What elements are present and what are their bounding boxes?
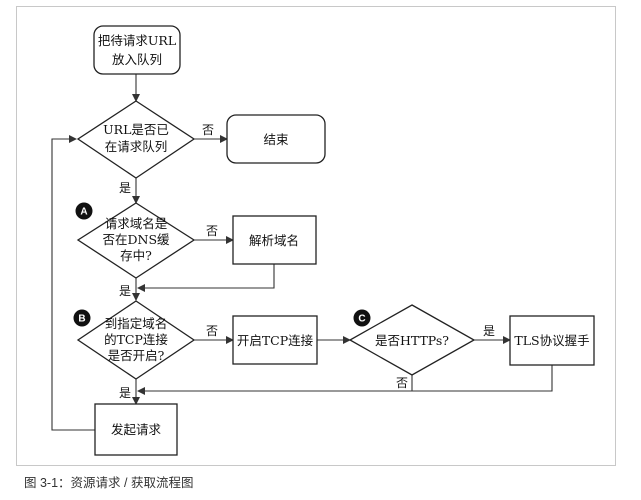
marker-a-badge <box>75 202 93 220</box>
resolve-node-label: 解析域名 <box>249 233 299 248</box>
in-queue-decision-line-1: URL是否已 <box>103 122 169 137</box>
tls-node <box>509 315 595 366</box>
edge-tls-return <box>137 365 553 395</box>
marker-b-badge <box>73 309 91 327</box>
marker-b-label: B <box>78 314 85 325</box>
send-node <box>94 403 178 456</box>
in-queue-decision <box>76 100 196 179</box>
dns-cached-decision-line-3: 存中? <box>120 248 152 263</box>
end-node-label: 结束 <box>263 132 289 147</box>
dns-cached-decision <box>76 202 196 279</box>
label-dns-no: 否 <box>206 224 218 238</box>
label-https-no: 否 <box>396 376 408 390</box>
figure-caption: 图 3-1：资源请求 / 获取流程图 <box>24 476 194 490</box>
send-node-label: 发起请求 <box>111 422 162 437</box>
label-tcp-no: 否 <box>206 324 218 338</box>
enqueue-node-line-1: 把待请求URL <box>98 33 176 48</box>
in-queue-decision-line-2: 在请求队列 <box>105 139 168 154</box>
tcp-open-decision <box>76 300 196 380</box>
edge-resolve-return <box>137 264 275 292</box>
is-https-decision-label: 是否HTTPs? <box>375 333 449 348</box>
marker-c-badge <box>353 309 371 327</box>
enqueue-node-line-2: 放入队列 <box>112 52 162 67</box>
label-https-yes: 是 <box>483 324 495 338</box>
marker-a-label: A <box>80 207 87 218</box>
label-dns-yes: 是 <box>119 284 131 298</box>
dns-cached-decision-line-2: 否在DNS缓 <box>102 232 170 247</box>
label-tcp-yes: 是 <box>119 386 131 400</box>
dns-cached-decision-line-1: 请求域名是 <box>105 216 168 231</box>
enqueue-node <box>93 25 181 75</box>
tls-node-label: TLS协议握手 <box>514 333 589 348</box>
resolve-node <box>232 215 317 265</box>
is-https-decision <box>348 304 476 376</box>
tcp-open-decision-line-2: 的TCP连接 <box>104 332 168 347</box>
label-in-queue-yes: 是 <box>119 181 131 195</box>
edge-send-loop-back <box>51 135 95 431</box>
end-node <box>226 114 326 164</box>
label-in-queue-no: 否 <box>202 123 214 137</box>
marker-c-label: C <box>358 314 365 325</box>
tcp-open-decision-line-1: 到指定域名 <box>105 316 168 331</box>
tcp-open-decision-line-3: 是否开启? <box>108 348 165 363</box>
open-tcp-node-label: 开启TCP连接 <box>237 333 314 348</box>
open-tcp-node <box>232 315 318 365</box>
